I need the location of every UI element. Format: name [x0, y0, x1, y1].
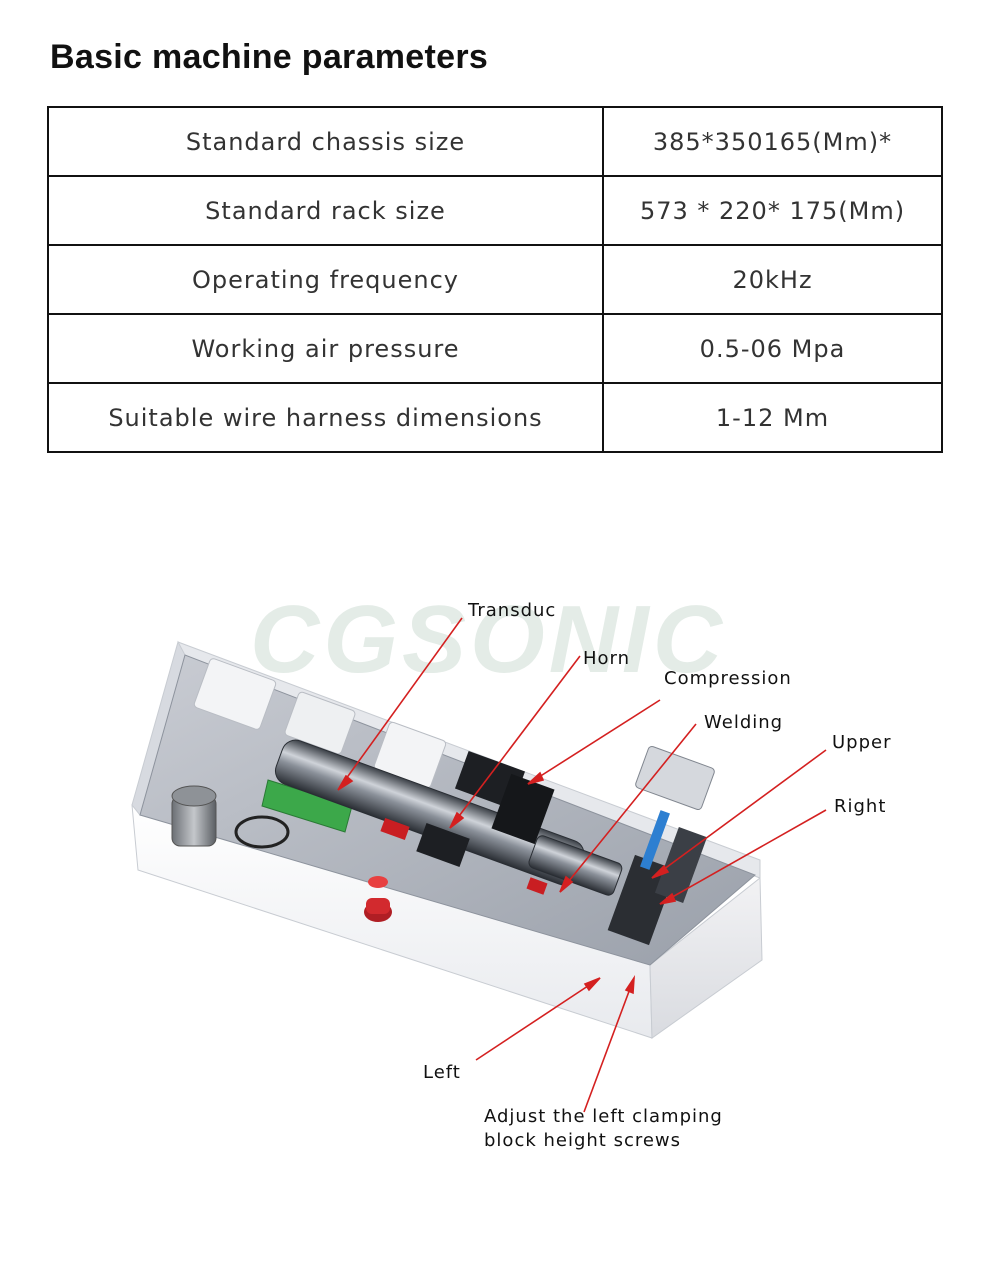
parameters-table: Standard chassis size 385*350165(Mm)* St… — [47, 106, 943, 453]
table-row: Operating frequency 20kHz — [47, 244, 943, 315]
machine-illustration: CGSONIC — [131, 586, 892, 1151]
parameter-name: Working air pressure — [47, 313, 604, 384]
parameter-name: Standard rack size — [47, 175, 604, 246]
watermark-text: CGSONIC — [250, 586, 726, 693]
parameter-name: Suitable wire harness dimensions — [47, 382, 604, 453]
parameter-value: 20kHz — [602, 244, 943, 315]
label-welding: Welding — [704, 712, 783, 733]
interior-components — [193, 658, 715, 946]
annotation-arrows — [337, 617, 827, 1113]
label-adjust-line2: block height screws — [484, 1130, 681, 1151]
parameter-name: Standard chassis size — [47, 106, 604, 177]
parameter-value: 385*350165(Mm)* — [602, 106, 943, 177]
label-upper: Upper — [832, 732, 892, 753]
front-controls — [171, 785, 392, 922]
label-left: Left — [423, 1062, 461, 1083]
parameter-name: Operating frequency — [47, 244, 604, 315]
label-right: Right — [834, 796, 886, 817]
table-row: Working air pressure 0.5-06 Mpa — [47, 313, 943, 384]
page-title: Basic machine parameters — [50, 38, 489, 76]
table-row: Standard rack size 573 * 220* 175(Mm) — [47, 175, 943, 246]
table-row: Suitable wire harness dimensions 1-12 Mm — [47, 382, 943, 453]
parameter-value: 1-12 Mm — [602, 382, 943, 453]
machine-figure: CGSONIC — [0, 560, 1002, 1180]
parameter-value: 0.5-06 Mpa — [602, 313, 943, 384]
table-row: Standard chassis size 385*350165(Mm)* — [47, 106, 943, 177]
label-horn: Horn — [583, 648, 630, 669]
label-adjust-line1: Adjust the left clamping — [484, 1106, 723, 1127]
label-transducer: Transduc — [467, 600, 556, 621]
parameter-value: 573 * 220* 175(Mm) — [602, 175, 943, 246]
label-compression: Compression — [664, 668, 792, 689]
